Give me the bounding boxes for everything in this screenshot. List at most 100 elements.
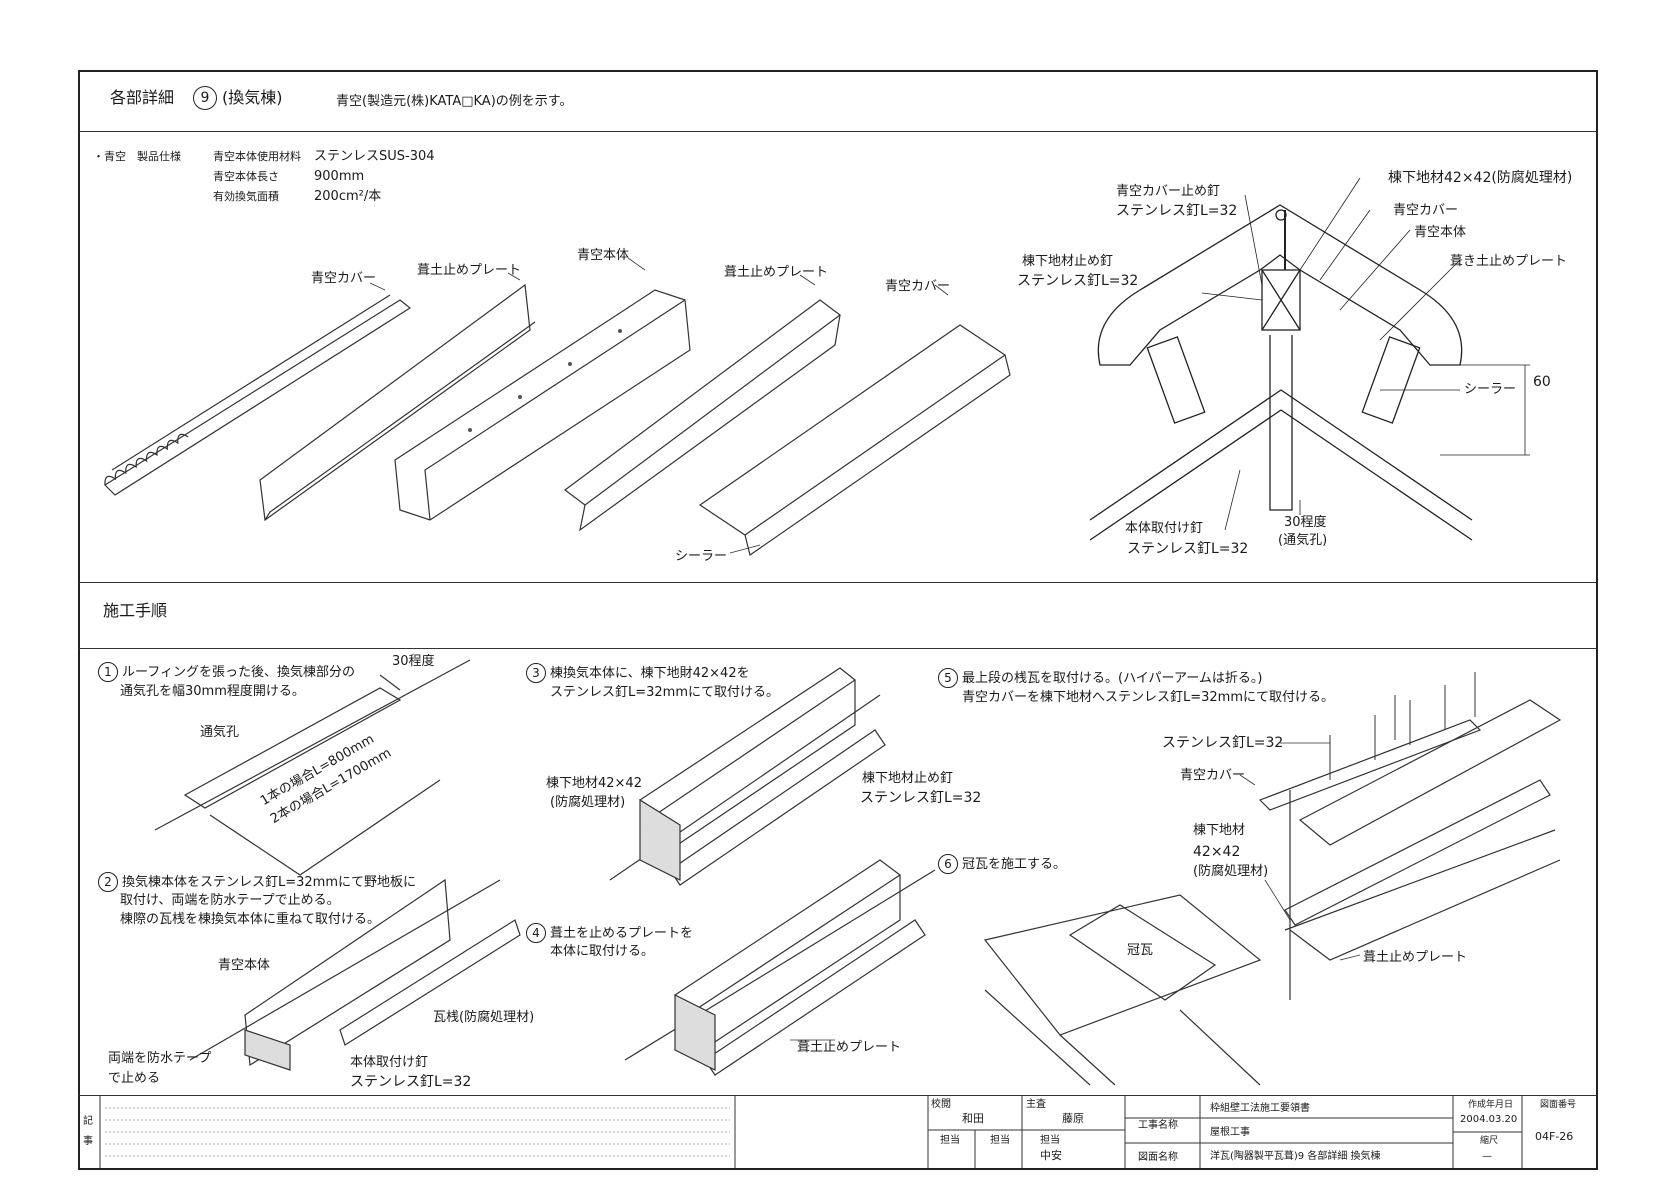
step-2-nail-a: 本体取付け釘: [350, 1055, 429, 1070]
label-mortar-plate: 葺土止めプレート: [417, 263, 522, 278]
tb-date-label: 作成年月日: [1468, 1100, 1514, 1110]
tb-charge-label-2: 担当: [990, 1135, 1010, 1146]
header-divider: [79, 131, 1597, 132]
sec-body: 青空本体: [1414, 225, 1467, 240]
step-3-nail-b: ステンレス釘L=32: [860, 790, 982, 806]
sec-cover-nail-b: ステンレス釘L=32: [1116, 203, 1238, 219]
section-number-badge: 9: [193, 86, 217, 110]
procedure-divider-top: [79, 582, 1597, 583]
spec-product-label: ・青空 製品仕様: [93, 150, 181, 163]
step-4-plate: 葺土止めプレート: [797, 1040, 902, 1055]
step-6-ridge-tile: 冠瓦: [1127, 943, 1154, 958]
step-5-plate: 葺土止めプレート: [1363, 950, 1468, 965]
step-number: 6: [938, 854, 958, 874]
step-1-text-2: 通気孔を幅30mm程度開ける。: [120, 684, 305, 699]
step-5-text-2: 青空カバーを棟下地材へステンレス釘L=32mmにて取付ける。: [962, 690, 1335, 705]
step-2-body: 青空本体: [218, 958, 271, 973]
procedure-divider-bottom: [79, 648, 1597, 649]
step-number: 5: [938, 668, 958, 688]
tb-charge-label-3: 担当: [1040, 1135, 1060, 1146]
tb-chief-name: 藤原: [1062, 1112, 1084, 1125]
step-3-text-2: ステンレス釘L=32mmにて取付ける。: [550, 685, 780, 700]
sec-dim-60: 60: [1533, 374, 1551, 390]
section-subject: (換気棟): [222, 88, 283, 107]
tb-charge-label-1: 担当: [940, 1135, 960, 1146]
label-mortar-plate-2: 葺土止めプレート: [724, 265, 829, 280]
tb-date-value: 2004.03.20: [1460, 1114, 1518, 1125]
tb-number-value: 04F-26: [1535, 1130, 1574, 1143]
step-5-under-b: 42×42: [1193, 844, 1241, 860]
label-sealer: シーラー: [675, 549, 728, 564]
label-cover: 青空カバー: [311, 271, 377, 286]
tb-scale-label: 縮尺: [1480, 1136, 1499, 1146]
tb-project-value-2: 屋根工事: [1210, 1127, 1250, 1138]
procedure-title: 施工手順: [103, 601, 168, 620]
tb-check-name: 和田: [962, 1112, 984, 1125]
tb-number-label: 図面番号: [1540, 1100, 1577, 1110]
step-5-under-c: (防腐処理材): [1193, 864, 1269, 879]
step-2-batten: 瓦桟(防腐処理材): [433, 1010, 535, 1025]
sec-under-nail-a: 棟下地材止め釘: [1022, 254, 1114, 269]
sec-sealer: シーラー: [1464, 382, 1517, 397]
tb-charge-name: 中安: [1040, 1149, 1062, 1162]
step-3-under-b: (防腐処理材): [550, 795, 626, 810]
tb-remarks-label: 記事: [83, 1116, 93, 1147]
spec-row-label: 青空本体使用材料: [213, 150, 301, 163]
step-number: 3: [526, 663, 546, 683]
sec-body-nail-b: ステンレス釘L=32: [1127, 541, 1249, 557]
sec-cover: 青空カバー: [1393, 203, 1459, 218]
step-5-nail: ステンレス釘L=32: [1162, 735, 1284, 751]
section-title: 各部詳細: [110, 88, 175, 107]
sec-body-nail-a: 本体取付け釘: [1125, 521, 1204, 536]
tb-drawing-label: 図面名称: [1138, 1152, 1178, 1163]
tb-project-value-1: 枠組壁工法施工要領書: [1210, 1103, 1310, 1114]
sec-plate: 葺き土止めプレート: [1450, 254, 1568, 269]
step-5-cover: 青空カバー: [1180, 768, 1246, 783]
step-3-under-a: 棟下地材42×42: [546, 776, 642, 791]
step-1-hole: 通気孔: [200, 725, 240, 740]
step-2-text-3: 棟際の瓦桟を棟換気本体に重ねて取付ける。: [120, 912, 381, 927]
tb-chief-label: 主査: [1026, 1099, 1046, 1110]
step-2-nail-b: ステンレス釘L=32: [350, 1074, 472, 1090]
sec-under-material: 棟下地材42×42(防腐処理材): [1388, 170, 1573, 186]
tb-check-label: 校閲: [931, 1099, 951, 1110]
step-2-tape-a: 両端を防水テープ: [108, 1051, 212, 1066]
sec-vent-b: (通気孔): [1278, 533, 1328, 548]
step-5-under-a: 棟下地材: [1193, 823, 1246, 838]
step-number: 2: [98, 872, 118, 892]
tb-drawing-value: 洋瓦(陶器製平瓦葺)9 各部詳細 換気棟: [1210, 1151, 1381, 1162]
title-block-top: [79, 1095, 1597, 1096]
spec-row-label: 青空本体長さ: [213, 170, 279, 183]
step-3-nail-a: 棟下地材止め釘: [862, 771, 954, 786]
spec-row-value: 200cm²/本: [314, 189, 382, 204]
sec-under-nail-b: ステンレス釘L=32: [1017, 273, 1139, 289]
step-number: 4: [526, 923, 546, 943]
step-2-text-2: 取付け、両端を防水テープで止める。: [120, 893, 340, 908]
spec-row-label: 有効換気面積: [213, 190, 279, 203]
step-2-tape-b: で止める: [108, 1071, 161, 1086]
tb-project-label: 工事名称: [1138, 1120, 1178, 1131]
sec-vent-a: 30程度: [1284, 515, 1327, 530]
sec-cover-nail-a: 青空カバー止め釘: [1116, 184, 1221, 199]
header-note: 青空(製造元(株)KATA□KA)の例を示す。: [336, 94, 573, 109]
step-1-width: 30程度: [392, 654, 435, 669]
tb-scale-value: —: [1482, 1151, 1492, 1162]
step-number: 1: [98, 662, 118, 682]
drawing-frame: [78, 70, 1598, 1170]
spec-row-value: ステンレスSUS-304: [314, 149, 435, 164]
